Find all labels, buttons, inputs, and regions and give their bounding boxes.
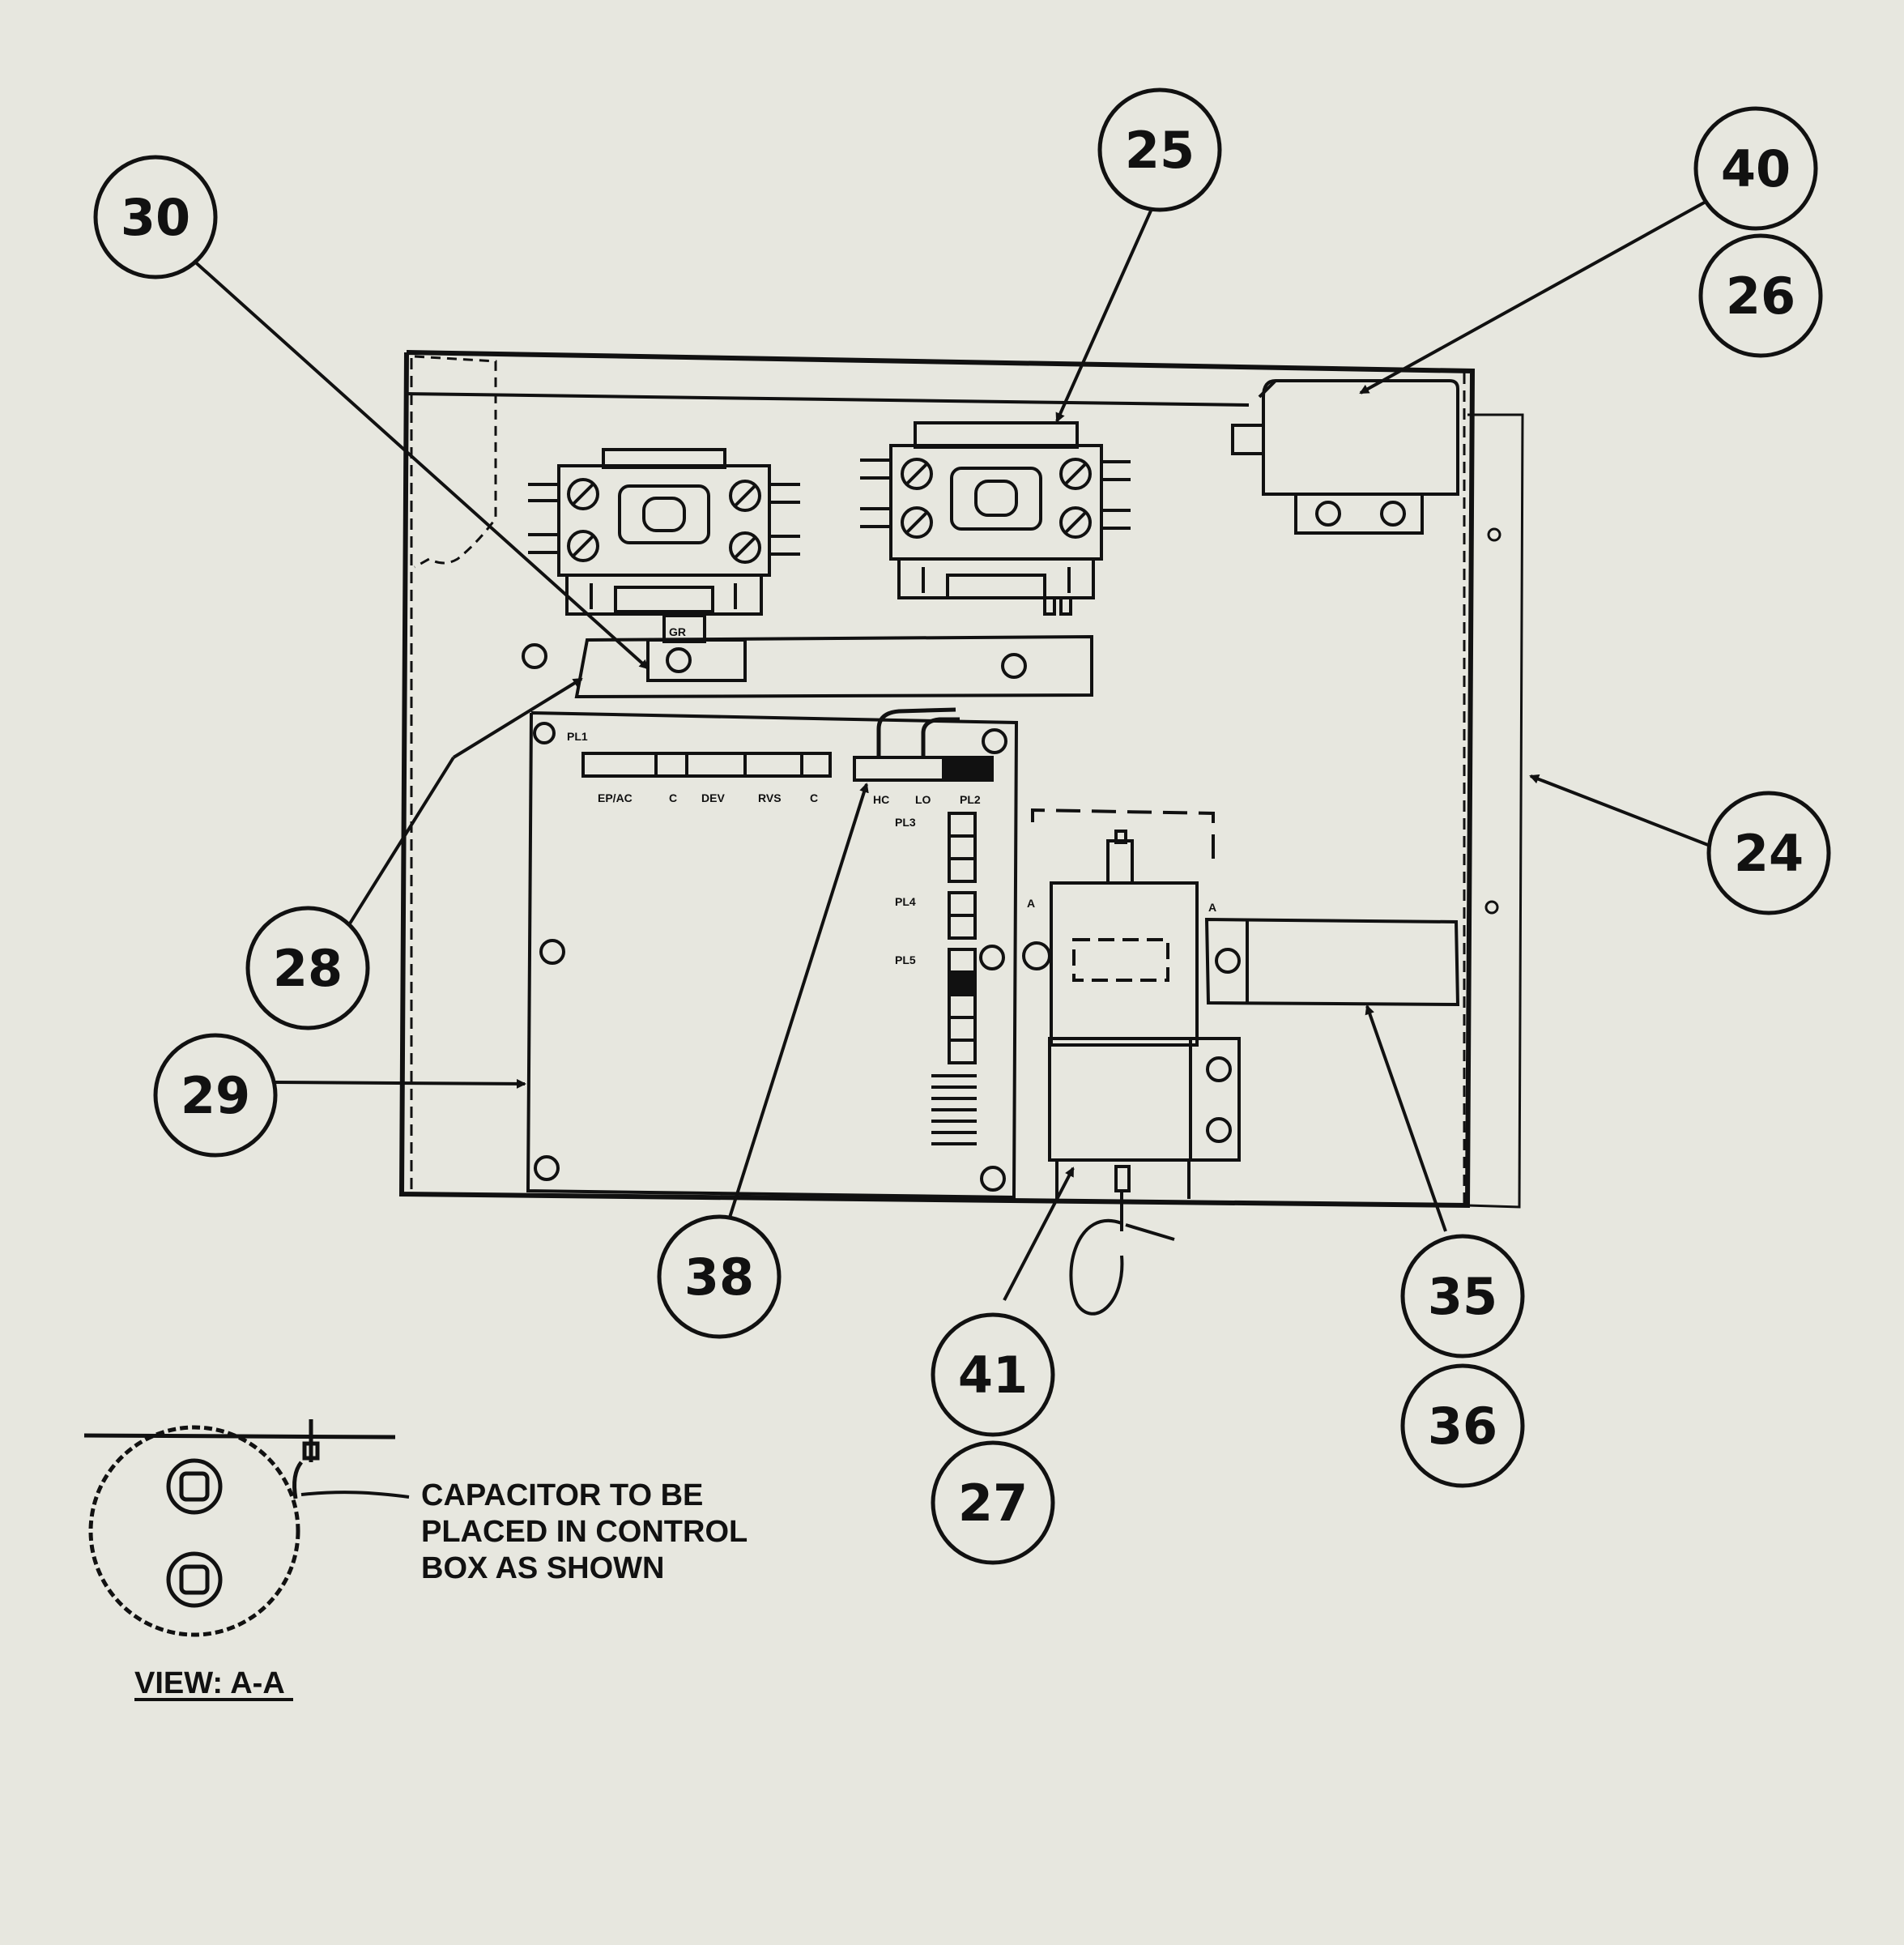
callout-label: 25 xyxy=(1125,121,1195,180)
callout-label: 36 xyxy=(1428,1397,1497,1456)
pin-label: HC xyxy=(873,793,889,806)
view-label: VIEW: A-A xyxy=(134,1666,285,1700)
start-capacitor-assembly xyxy=(1022,808,1241,1316)
pl1-label: PL1 xyxy=(567,730,588,743)
capacitor-section-view xyxy=(83,1419,410,1637)
callout-25: 25 xyxy=(1097,87,1222,212)
pin-label: PL2 xyxy=(960,793,981,806)
run-capacitor-bracket xyxy=(1231,379,1459,535)
pl4-label: PL4 xyxy=(895,895,916,908)
pin-label: LO xyxy=(915,793,931,806)
ground-bar xyxy=(522,614,1093,699)
callout-label: 26 xyxy=(1726,267,1795,326)
callout-label: 27 xyxy=(958,1474,1028,1533)
note-line: CAPACITOR TO BE xyxy=(421,1478,703,1512)
ground-label: GR xyxy=(669,625,686,638)
callout-label: 28 xyxy=(273,939,343,998)
note-line: PLACED IN CONTROL xyxy=(421,1515,748,1549)
pl5-label: PL5 xyxy=(895,953,916,966)
callout-27: 27 xyxy=(931,1440,1055,1565)
pin-label: RVS xyxy=(758,791,782,804)
relay-middle xyxy=(860,421,1131,616)
callout-40: 40 xyxy=(1693,106,1818,231)
callout-24: 24 xyxy=(1706,791,1831,915)
callout-label: 24 xyxy=(1734,824,1804,883)
leader-lines xyxy=(181,194,1713,1301)
callout-30: 30 xyxy=(93,155,218,279)
pin-label: C xyxy=(810,791,818,804)
callout-label: 29 xyxy=(181,1066,250,1125)
note-line: BOX AS SHOWN xyxy=(421,1551,665,1585)
transformer-bracket xyxy=(1204,917,1460,1007)
pin-label: EP/AC xyxy=(598,791,633,804)
callout-36: 36 xyxy=(1400,1363,1525,1488)
callout-label: 30 xyxy=(121,188,190,247)
callout-label: 41 xyxy=(958,1346,1028,1405)
callout-label: 35 xyxy=(1428,1267,1497,1326)
callout-label: 38 xyxy=(684,1248,754,1307)
callout-label: 40 xyxy=(1721,139,1791,198)
callout-26: 26 xyxy=(1698,233,1823,358)
pin-label: C xyxy=(669,791,677,804)
callout-35: 35 xyxy=(1400,1234,1525,1359)
control-board xyxy=(526,707,1019,1200)
callout-38: 38 xyxy=(657,1214,782,1339)
callout-29: 29 xyxy=(153,1033,278,1158)
callout-41: 41 xyxy=(931,1312,1055,1437)
view-marker-left: A xyxy=(1027,897,1035,910)
pl3-label: PL3 xyxy=(895,816,916,829)
relay-left xyxy=(528,448,800,616)
view-marker-right: A xyxy=(1208,901,1216,914)
callout-28: 28 xyxy=(245,906,370,1030)
pin-label: DEV xyxy=(701,791,725,804)
control-box-panel xyxy=(398,350,1524,1209)
